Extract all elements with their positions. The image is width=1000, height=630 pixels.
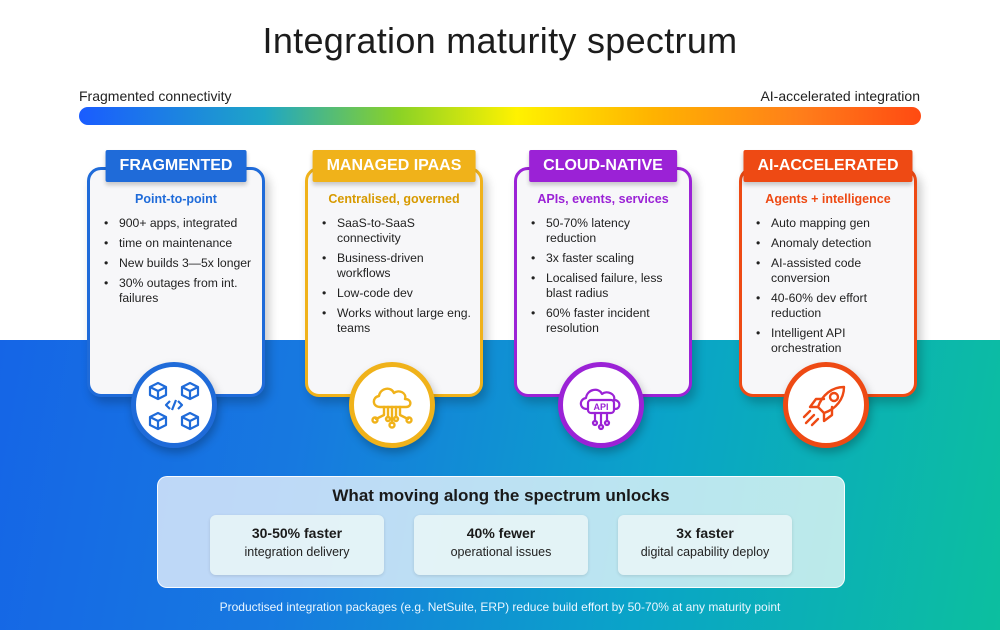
metric-description: operational issues — [450, 545, 552, 559]
stage-bullet: Auto mapping gen — [754, 216, 906, 231]
stage-subtitle: APIs, events, services — [537, 192, 669, 206]
stage-bullet: AI-assisted code conversion — [754, 256, 906, 286]
stage-tag-label: AI-ACCELERATED — [743, 150, 913, 182]
page-title: Integration maturity spectrum — [262, 20, 738, 61]
api-cloud-icon: API — [558, 362, 644, 448]
stage-bullet: Intelligent API orchestration — [754, 326, 906, 356]
stage-bullet: New builds 3—5x longer — [102, 256, 254, 271]
stage-tag: MANAGED IPAAS — [308, 150, 480, 184]
metric-value: 3x faster — [676, 525, 734, 541]
stage-bullet: Localised failure, less blast radius — [529, 271, 681, 301]
stage-bullet-list: 50-70% latency reduction 3x faster scali… — [529, 216, 681, 341]
stage-tag: FRAGMENTED — [90, 150, 262, 184]
stage-card-cloud-native: CLOUD-NATIVE APIs, events, services 50-7… — [514, 150, 692, 397]
stage-subtitle: Centralised, governed — [328, 192, 460, 206]
stage-bullet: Works without large eng. teams — [320, 306, 472, 336]
metric-description: integration delivery — [244, 545, 350, 559]
stage-bullet: 3x faster scaling — [529, 251, 681, 266]
cloud-network-icon — [349, 362, 435, 448]
stage-card-fragmented: FRAGMENTED Point-to-point 900+ apps, int… — [87, 150, 265, 397]
stage-tag-label: CLOUD-NATIVE — [529, 150, 677, 182]
metric-description: digital capability deploy — [640, 545, 770, 559]
metric-value: 30-50% faster — [251, 525, 343, 541]
stage-bullet: Low-code dev — [320, 286, 472, 301]
stage-bullet: 30% outages from int. failures — [102, 276, 254, 306]
stage-bullet-list: SaaS-to-SaaS connectivity Business-drive… — [320, 216, 472, 341]
stage-tag: CLOUD-NATIVE — [517, 150, 689, 184]
stage-bullet: SaaS-to-SaaS connectivity — [320, 216, 472, 246]
spectrum-left-label: Fragmented connectivity — [79, 88, 232, 104]
spectrum-gradient-bar — [79, 107, 921, 125]
unlocks-title: What moving along the spectrum unlocks — [332, 486, 670, 505]
stage-bullet-list: Auto mapping gen Anomaly detection AI-as… — [754, 216, 906, 361]
stage-tag-label: MANAGED IPAAS — [312, 150, 476, 182]
metric-card: 30-50% faster integration delivery — [210, 515, 384, 575]
stage-bullet: 60% faster incident resolution — [529, 306, 681, 336]
stage-bullet: Business-driven workflows — [320, 251, 472, 281]
footnote: Productised integration packages (e.g. N… — [219, 600, 781, 614]
cubes-code-icon — [131, 362, 217, 448]
stage-subtitle: Point-to-point — [135, 192, 217, 206]
rocket-icon — [783, 362, 869, 448]
stage-tag-label: FRAGMENTED — [105, 150, 247, 182]
stage-bullet: 900+ apps, integrated — [102, 216, 254, 231]
stage-tag: AI-ACCELERATED — [742, 150, 914, 184]
metric-card: 3x faster digital capability deploy — [618, 515, 792, 575]
stage-bullet: 40-60% dev effort reduction — [754, 291, 906, 321]
stage-bullet-list: 900+ apps, integrated time on maintenanc… — [102, 216, 254, 311]
metric-value: 40% fewer — [466, 525, 536, 541]
svg-text:API: API — [593, 402, 608, 412]
stage-bullet: 50-70% latency reduction — [529, 216, 681, 246]
stage-card-managed-ipaas: MANAGED IPAAS Centralised, governed SaaS… — [305, 150, 483, 397]
spectrum-right-label: AI-accelerated integration — [760, 88, 920, 104]
stage-subtitle: Agents + intelligence — [765, 192, 891, 206]
stage-bullet: Anomaly detection — [754, 236, 906, 251]
stage-bullet: time on maintenance — [102, 236, 254, 251]
unlocks-panel: What moving along the spectrum unlocks 3… — [157, 476, 845, 588]
metric-card: 40% fewer operational issues — [414, 515, 588, 575]
